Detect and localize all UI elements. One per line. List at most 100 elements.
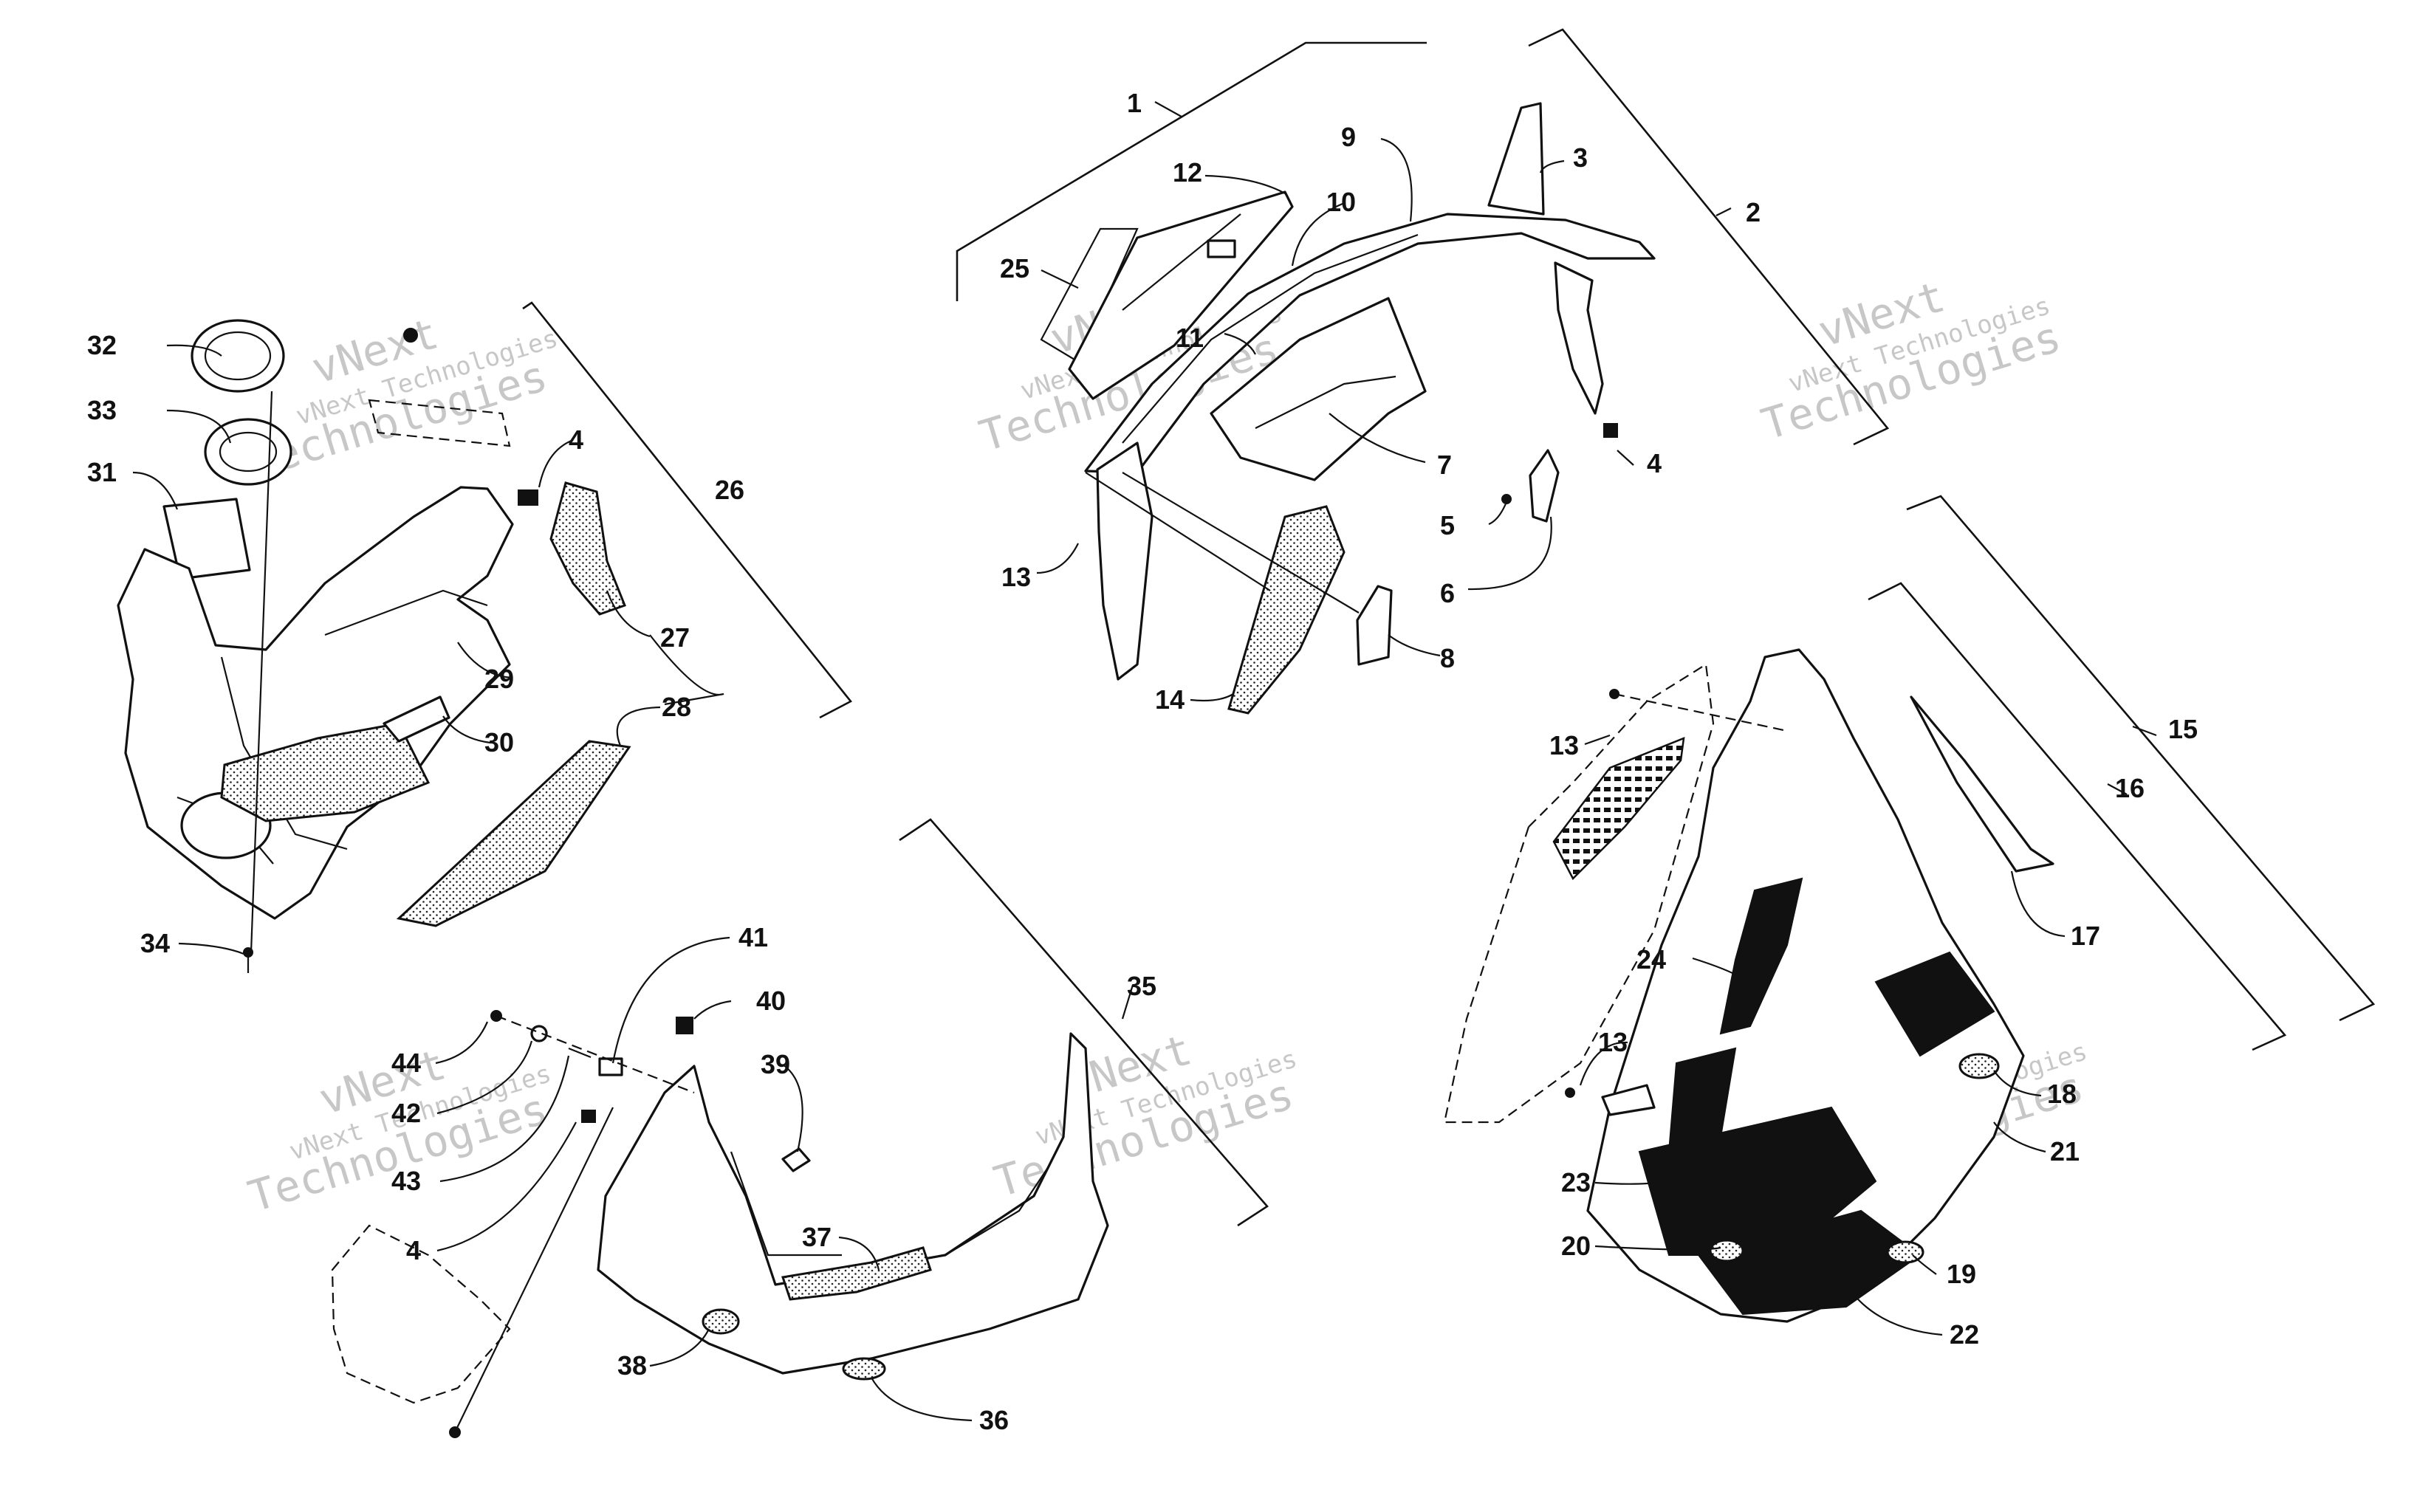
bracket-lower-right xyxy=(1601,1084,1656,1116)
callout-30: 30 xyxy=(484,727,514,757)
decal-21 xyxy=(1874,951,1995,1057)
callout-39: 39 xyxy=(761,1049,790,1079)
callout-33: 33 xyxy=(87,395,117,425)
belly-pan-35 xyxy=(597,1032,1109,1375)
clip-4-upper-left xyxy=(518,489,538,506)
clip-4-top xyxy=(1603,423,1618,438)
callout-11: 11 xyxy=(1176,323,1204,353)
foam-pad-27 xyxy=(549,481,626,616)
callout-41: 41 xyxy=(738,922,768,952)
callout-3: 3 xyxy=(1573,142,1588,173)
callout-18: 18 xyxy=(2047,1079,2077,1109)
clip-4-bottom xyxy=(581,1110,596,1123)
screw-34 xyxy=(243,947,253,958)
decal-24 xyxy=(1719,877,1803,1035)
top-center-hood-assembly xyxy=(1040,102,1656,715)
callout-9: 9 xyxy=(1341,122,1356,152)
bracket-6 xyxy=(1529,449,1560,523)
clip-40 xyxy=(676,1017,693,1034)
windshield-17 xyxy=(1910,695,2054,873)
callout-4-bottom: 4 xyxy=(406,1235,421,1265)
callout-28: 28 xyxy=(662,692,691,722)
bracket-outline-dashed xyxy=(368,399,511,447)
part-43 xyxy=(568,1047,592,1059)
callout-22: 22 xyxy=(1950,1319,1979,1350)
callout-19: 19 xyxy=(1947,1259,1976,1289)
screw-13-lower xyxy=(1565,1087,1575,1098)
callout-37: 37 xyxy=(802,1222,832,1252)
callout-1: 1 xyxy=(1127,88,1142,118)
callout-24: 24 xyxy=(1636,944,1666,975)
assembly-brackets xyxy=(522,28,2376,1227)
callout-6: 6 xyxy=(1440,578,1455,608)
trim-panel-12 xyxy=(1068,190,1294,400)
callout-35: 35 xyxy=(1127,971,1156,1001)
leader-lines xyxy=(132,101,2157,1422)
callout-31: 31 xyxy=(87,457,117,487)
panel-31 xyxy=(162,498,251,580)
callout-27: 27 xyxy=(660,622,690,653)
callout-25: 25 xyxy=(1000,253,1029,284)
window-panel-7 xyxy=(1210,297,1427,481)
panel-25-outline xyxy=(1040,227,1139,363)
side-rail-2 xyxy=(1554,261,1604,415)
callout-labels: 1 2 3 4 5 6 7 8 9 10 11 12 13 14 15 16 1… xyxy=(87,88,2198,1435)
callout-13-right-lower: 13 xyxy=(1598,1027,1628,1057)
right-nose-panel-assembly xyxy=(1443,648,2054,1323)
callout-38: 38 xyxy=(617,1350,647,1381)
callout-5: 5 xyxy=(1440,510,1455,540)
foam-pad-14 xyxy=(1227,505,1346,715)
callout-13-right-upper: 13 xyxy=(1549,730,1579,760)
bracket-30 xyxy=(383,695,450,743)
callout-12: 12 xyxy=(1173,157,1202,188)
bracket-35 xyxy=(899,818,1269,1227)
callout-42: 42 xyxy=(391,1098,421,1128)
bracket-15 xyxy=(1906,495,2376,1022)
callout-14: 14 xyxy=(1155,684,1185,715)
pad-38 xyxy=(702,1308,740,1335)
callout-29: 29 xyxy=(484,664,514,694)
callout-10: 10 xyxy=(1326,187,1356,217)
gauge-bezel-33 xyxy=(204,418,292,486)
callout-43: 43 xyxy=(391,1166,421,1196)
callout-4-upper-left: 4 xyxy=(569,425,583,455)
callout-17: 17 xyxy=(2071,921,2100,951)
callout-32: 32 xyxy=(87,330,117,360)
callout-40: 40 xyxy=(756,986,786,1016)
callout-20: 20 xyxy=(1561,1231,1591,1261)
callout-36: 36 xyxy=(979,1405,1009,1435)
outer-panel-dashed xyxy=(1443,663,1715,1124)
decal-22 xyxy=(1697,1209,1922,1316)
bottom-center-belly-pan-assembly xyxy=(331,1010,1109,1438)
windshield-3 xyxy=(1487,102,1545,216)
callout-44: 44 xyxy=(391,1048,421,1078)
bracket-1 xyxy=(956,41,1427,301)
callout-34: 34 xyxy=(140,928,170,958)
pad-36 xyxy=(842,1357,886,1381)
bracket-8 xyxy=(1356,585,1393,666)
callout-4-top: 4 xyxy=(1647,448,1662,478)
callout-21: 21 xyxy=(2050,1136,2080,1166)
grommet-41 xyxy=(598,1057,623,1076)
bracket-26 xyxy=(522,301,853,719)
callout-13-top: 13 xyxy=(1001,562,1031,592)
callout-26: 26 xyxy=(715,475,744,505)
foam-pad-29 xyxy=(220,722,431,822)
upper-left-console-assembly xyxy=(117,319,631,973)
fastener-39 xyxy=(781,1147,811,1172)
mesh-grille xyxy=(1552,737,1685,881)
callout-16: 16 xyxy=(2115,773,2145,803)
pad-18 xyxy=(1958,1053,2000,1079)
washer-42 xyxy=(530,1025,548,1042)
foam-pad-28 xyxy=(396,740,631,927)
pad-20 xyxy=(1709,1239,1744,1262)
callout-8: 8 xyxy=(1440,643,1455,673)
callout-23: 23 xyxy=(1561,1167,1591,1197)
hood-9 xyxy=(1084,213,1656,474)
callout-7: 7 xyxy=(1437,450,1452,480)
foam-strip-37 xyxy=(781,1246,932,1301)
callout-15: 15 xyxy=(2168,714,2198,744)
side-panel-13 xyxy=(1096,441,1154,681)
bracket-2 xyxy=(1528,28,1890,446)
